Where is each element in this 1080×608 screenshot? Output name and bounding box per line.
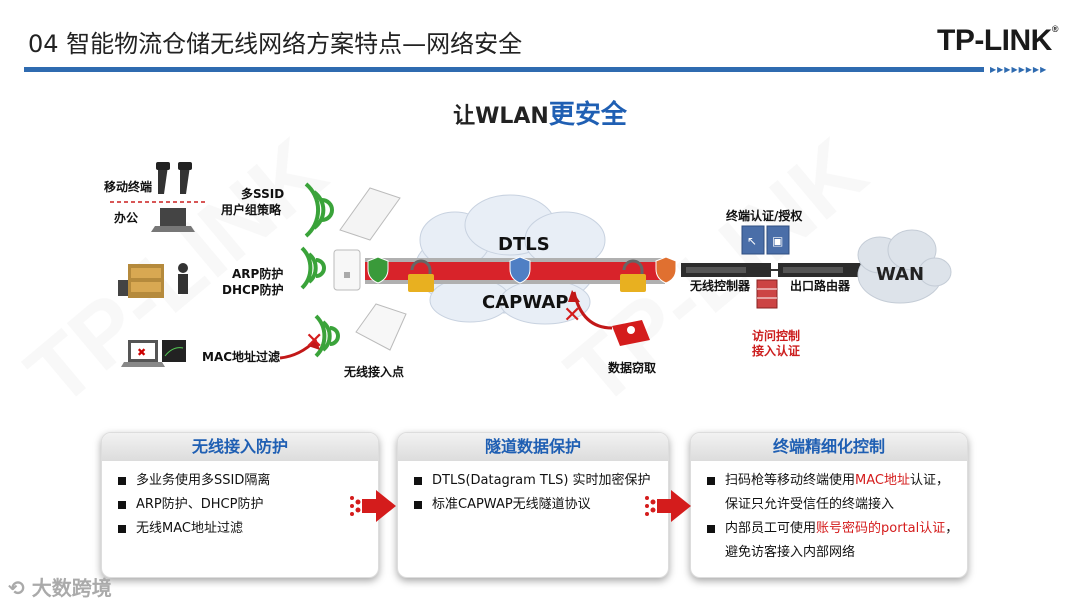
wireless-controller-icon (681, 263, 771, 277)
lock-icon (408, 259, 434, 292)
wan-cloud-icon (857, 229, 952, 304)
network-security-diagram: TP-LINK TP-LINK ✖ (9, 130, 952, 425)
block-x-icon: ✕ (563, 303, 581, 328)
shield-icon (655, 256, 677, 284)
card-terminal-fine-control: 终端精细化控制 扫码枪等移动终端使用MAC地址认证，保证只允许受信任的终端接入 … (690, 432, 968, 578)
capwap-label: CAPWAP (482, 292, 569, 313)
dhcp-protect-label: DHCP防护 (222, 283, 284, 297)
list-item: 标准CAPWAP无线隧道协议 (414, 493, 660, 517)
card-title: 隧道数据保护 (398, 433, 668, 461)
footer-watermark: ⟲ 大数跨境 (8, 576, 112, 600)
svg-text:▣: ▣ (772, 234, 783, 248)
multi-ssid-label: 多SSID (241, 187, 285, 201)
auth-server-icon: ↖ ▣ (741, 225, 790, 255)
office-label: 办公 (114, 211, 139, 225)
access-control-label: 访问控制 (752, 329, 801, 343)
wifi-signal-icon (314, 314, 340, 358)
data-theft-label: 数据窃取 (608, 361, 657, 375)
svg-text:✖: ✖ (137, 346, 146, 359)
round-ap-icon (355, 303, 407, 351)
arrow-right-icon (350, 490, 396, 522)
list-item: 多业务使用多SSID隔离 (118, 469, 370, 493)
card-title: 无线接入防护 (102, 433, 378, 461)
card-title: 终端精细化控制 (691, 433, 967, 461)
thief-laptop-icon (612, 320, 650, 346)
list-item: 无线MAC地址过滤 (118, 517, 370, 541)
access-auth-label: 接入认证 (752, 344, 801, 358)
header-divider-arrows: ▶▶▶▶▶▶▶▶ (990, 65, 1048, 74)
wifi-signal-icon (300, 246, 326, 290)
arrow-right-icon (645, 490, 691, 522)
user-group-policy-label: 用户组策略 (221, 203, 282, 217)
page-title: 04 智能物流仓储无线网络方案特点—网络安全 (28, 30, 523, 58)
mac-filter-label: MAC地址过滤 (202, 350, 281, 364)
slide-subtitle: 让WLAN更安全 (0, 94, 1080, 131)
shield-icon (367, 256, 389, 284)
list-item: ARP防护、DHCP防护 (118, 493, 370, 517)
arp-protect-label: ARP防护 (232, 267, 284, 281)
lock-icon (620, 259, 646, 292)
firewall-icon (756, 279, 778, 309)
tp-link-logo: TP-LINK® (937, 24, 1058, 57)
barcode-scanner-icon (156, 162, 192, 194)
list-item: DTLS(Datagram TLS) 实时加密保护 (414, 469, 660, 493)
svg-text:TP-LINK: TP-LINK (9, 130, 345, 425)
exit-router-label: 出口路由器 (790, 279, 851, 293)
exit-router-icon (778, 263, 864, 277)
subtitle-highlight: 更安全 (548, 100, 627, 130)
list-item: 扫码枪等移动终端使用MAC地址认证，保证只允许受信任的终端接入 (707, 469, 959, 517)
header-divider (24, 67, 984, 72)
shield-icon (509, 256, 531, 284)
block-x-icon: ✕ (305, 329, 323, 354)
laptop-icon (151, 208, 195, 232)
wan-label: WAN (876, 264, 925, 285)
mobile-terminal-label: 移动终端 (104, 180, 153, 194)
terminal-auth-label: 终端认证/授权 (726, 209, 803, 223)
ceiling-ap-icon (339, 187, 401, 241)
wifi-signal-icon (304, 182, 334, 238)
subtitle-prefix: 让WLAN (453, 104, 549, 129)
wireless-ap-label: 无线接入点 (344, 365, 405, 379)
wall-ap-icon (333, 249, 361, 291)
card-wireless-access-protection: 无线接入防护 多业务使用多SSID隔离 ARP防护、DHCP防护 无线MAC地址… (101, 432, 379, 578)
card-tunnel-data-protection: 隧道数据保护 DTLS(Datagram TLS) 实时加密保护 标准CAPWA… (397, 432, 669, 578)
hacker-laptop-icon: ✖ (121, 340, 186, 367)
wireless-controller-label: 无线控制器 (690, 279, 751, 293)
dtls-label: DTLS (498, 234, 550, 255)
list-item: 内部员工可使用账号密码的portal认证，避免访客接入内部网络 (707, 517, 959, 565)
svg-text:↖: ↖ (747, 234, 757, 248)
warehouse-worker-icon (118, 263, 188, 298)
